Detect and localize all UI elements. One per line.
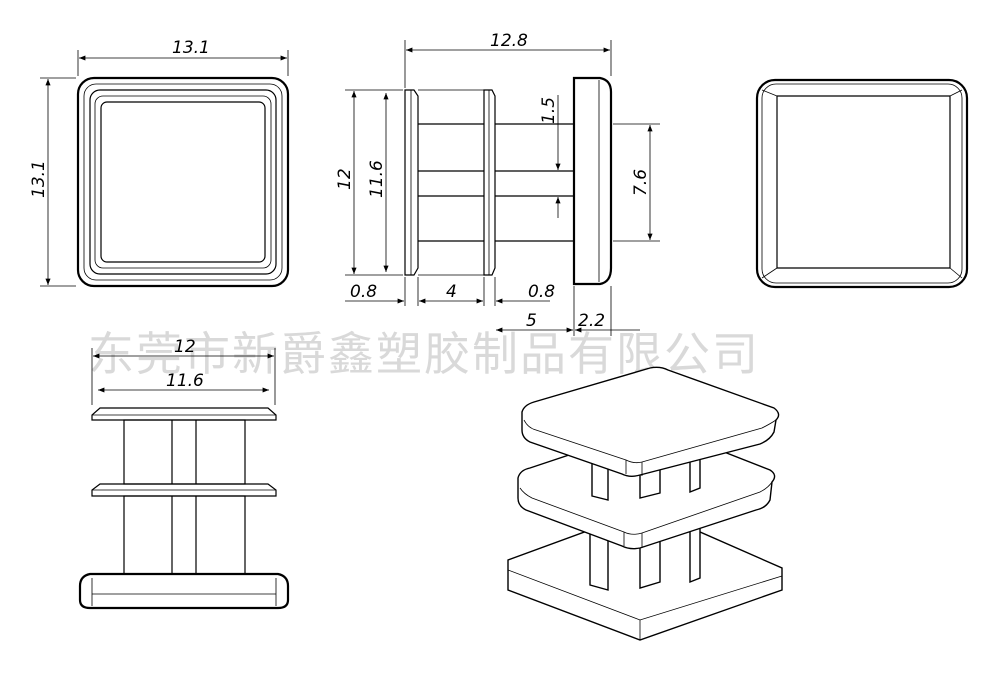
front-outer-outline <box>76 76 290 288</box>
front-view: 13.1 13.1 <box>29 38 290 288</box>
rib-thickness-dim: 1.5 <box>539 97 559 124</box>
gap-dim: 4 <box>446 282 457 302</box>
bottom-elevation-view: 12 11.6 <box>78 337 290 610</box>
overall-length-dim: 12.8 <box>490 31 528 51</box>
rib-height-dim: 11.6 <box>367 160 387 198</box>
side-view: 12.8 12 11.6 1.5 7.6 0.8 4 0.8 5 <box>335 31 660 336</box>
flange-right-dim: 0.8 <box>528 282 555 302</box>
stem-length-dim: 5 <box>526 311 537 331</box>
cap-height-dim: 12 <box>335 168 355 190</box>
outer-width-dim: 12 <box>174 337 196 357</box>
rear-view <box>755 78 969 289</box>
isometric-view <box>507 366 783 641</box>
flange-left-dim: 0.8 <box>350 282 377 302</box>
stem-height-dim: 7.6 <box>631 169 651 196</box>
front-width-dim: 13.1 <box>172 38 210 58</box>
inner-width-dim: 11.6 <box>166 371 204 391</box>
head-thickness-dim: 2.2 <box>578 311 605 331</box>
front-height-dim: 13.1 <box>29 160 49 198</box>
